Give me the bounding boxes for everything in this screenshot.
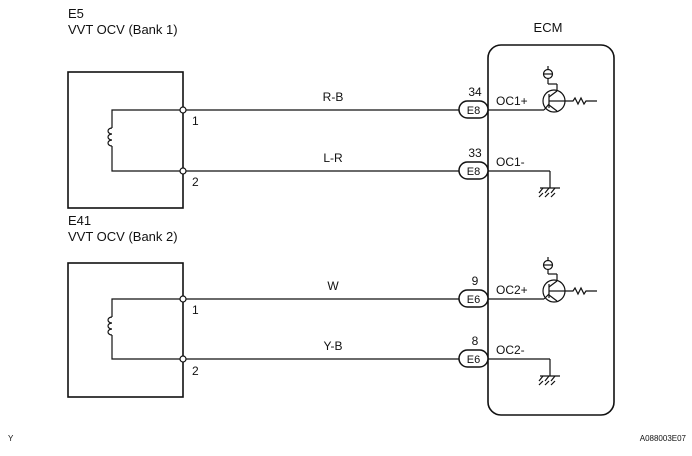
pin-terminal bbox=[179, 355, 187, 363]
resistor-icon bbox=[565, 286, 597, 296]
connector-id: E8 bbox=[467, 105, 480, 117]
component-id: E5 bbox=[68, 6, 84, 21]
connector-id: E6 bbox=[467, 294, 480, 306]
pin-number: 8 bbox=[472, 334, 479, 348]
ecm-terminal-label: OC1+ bbox=[496, 94, 528, 108]
component-e5: E5 VVT OCV (Bank 1) 1 2 bbox=[67, 6, 199, 209]
transistor-icon bbox=[488, 257, 597, 303]
pin-terminal bbox=[179, 295, 187, 303]
pin-number: 9 bbox=[472, 274, 479, 288]
solenoid-coil-icon bbox=[107, 109, 183, 172]
wire-color-label: R-B bbox=[323, 90, 344, 104]
resistor-icon bbox=[565, 96, 597, 106]
ecm-terminal-label: OC2- bbox=[496, 343, 525, 357]
connector-id: E6 bbox=[467, 354, 480, 366]
wire-y-b: Y-B bbox=[186, 339, 459, 360]
pin-label: 2 bbox=[192, 175, 199, 189]
component-id: E41 bbox=[68, 213, 91, 228]
wire-l-r: L-R bbox=[186, 151, 459, 172]
component-name: VVT OCV (Bank 2) bbox=[68, 229, 178, 244]
ecm-pin-9: E6 9 OC2+ bbox=[458, 274, 528, 308]
figure-code: A088003E07 bbox=[640, 434, 687, 443]
pin-label: 1 bbox=[192, 303, 199, 317]
pin-terminal bbox=[179, 167, 187, 175]
pin-number: 34 bbox=[468, 85, 482, 99]
corner-mark-left: Y bbox=[8, 434, 14, 443]
pin-terminal bbox=[179, 106, 187, 114]
ocv-box bbox=[67, 262, 184, 398]
ecm-terminal-label: OC2+ bbox=[496, 283, 528, 297]
wire-color-label: Y-B bbox=[324, 339, 343, 353]
ecm-pin-34: E8 34 OC1+ bbox=[458, 85, 528, 119]
pin-label: 2 bbox=[192, 364, 199, 378]
ocv-box bbox=[67, 71, 184, 209]
solenoid-coil-icon bbox=[107, 298, 183, 360]
ground-icon bbox=[488, 170, 560, 198]
wire-w: W bbox=[186, 279, 459, 300]
ecm-label: ECM bbox=[534, 20, 563, 35]
component-name: VVT OCV (Bank 1) bbox=[68, 22, 178, 37]
ground-icon bbox=[488, 358, 560, 386]
component-e41: E41 VVT OCV (Bank 2) 1 2 bbox=[67, 213, 199, 398]
ecm-box bbox=[487, 44, 615, 416]
ecm-pin-33: E8 33 OC1- bbox=[458, 146, 525, 180]
wire-r-b: R-B bbox=[186, 90, 459, 111]
pin-number: 33 bbox=[468, 146, 482, 160]
connector-id: E8 bbox=[467, 166, 480, 178]
wire-color-label: L-R bbox=[323, 151, 343, 165]
ecm-pin-8: E6 8 OC2- bbox=[458, 334, 525, 368]
wire-color-label: W bbox=[327, 279, 339, 293]
ecm-terminal-label: OC1- bbox=[496, 155, 525, 169]
pin-label: 1 bbox=[192, 114, 199, 128]
transistor-icon bbox=[488, 66, 597, 113]
